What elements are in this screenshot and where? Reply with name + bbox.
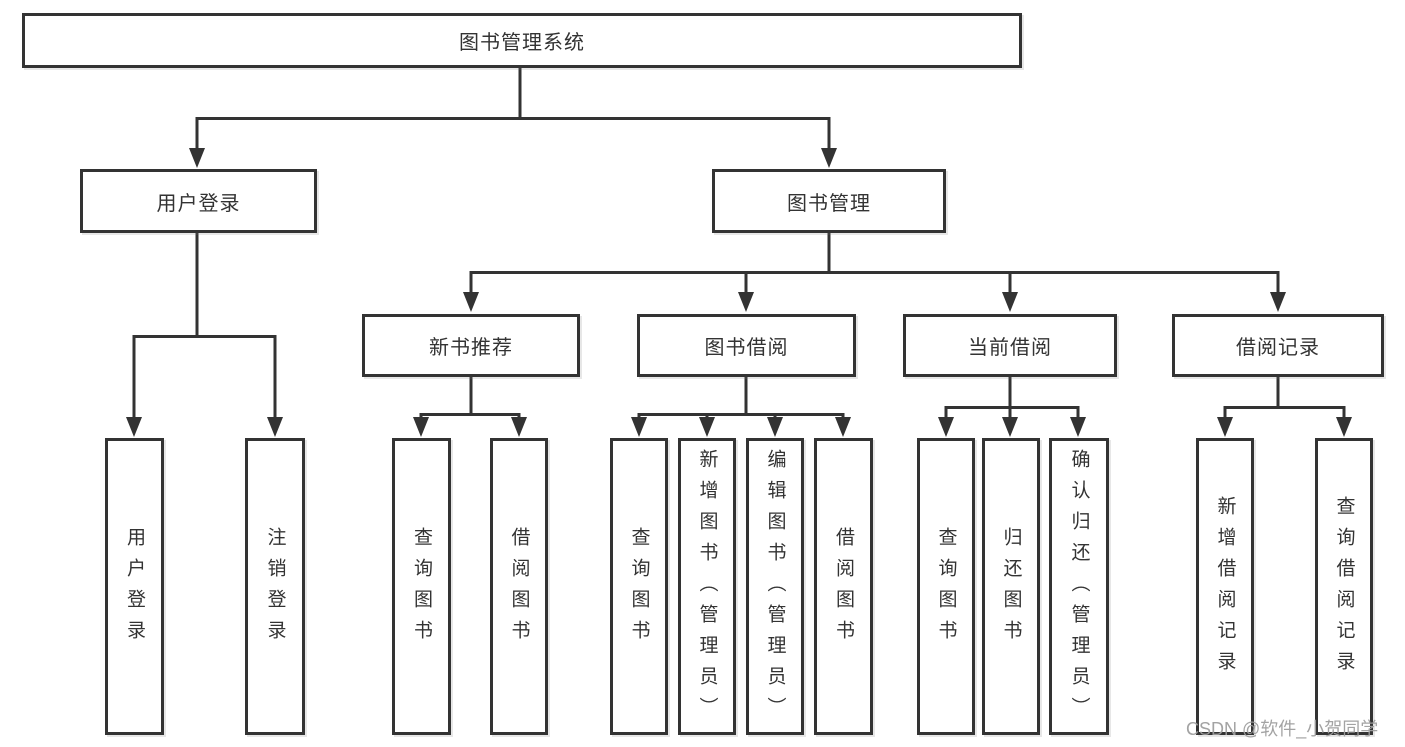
leaf-user-login: 用户登录	[105, 438, 164, 735]
node-borrowing-records: 借阅记录	[1172, 314, 1384, 377]
leaf-return-books: 归还图书	[982, 438, 1040, 735]
node-book-borrowing: 图书借阅	[637, 314, 856, 377]
leaf-query-books-current: 查询图书	[917, 438, 975, 735]
node-book-management: 图书管理	[712, 169, 946, 233]
node-new-book-recommendation: 新书推荐	[362, 314, 580, 377]
leaf-borrow-books: 借阅图书	[814, 438, 873, 735]
watermark: CSDN @软件_小贺同学	[1186, 719, 1379, 739]
leaf-add-borrow-record: 新增借阅记录	[1196, 438, 1254, 735]
node-current-borrowing: 当前借阅	[903, 314, 1117, 377]
node-library-management-system: 图书管理系统	[22, 13, 1022, 68]
leaf-confirm-return-admin: 确认归还（管理员）	[1049, 438, 1109, 735]
arrowhead-icons	[126, 148, 1352, 437]
leaf-borrow-books-recommend: 借阅图书	[490, 438, 548, 735]
leaf-query-borrow-record: 查询借阅记录	[1315, 438, 1373, 735]
leaf-add-books-admin: 新增图书（管理员）	[678, 438, 736, 735]
leaf-query-books-recommend: 查询图书	[392, 438, 451, 735]
leaf-logout: 注销登录	[245, 438, 305, 735]
node-user-login: 用户登录	[80, 169, 317, 233]
leaf-edit-books-admin: 编辑图书（管理员）	[746, 438, 804, 735]
leaf-query-books-borrow: 查询图书	[610, 438, 668, 735]
